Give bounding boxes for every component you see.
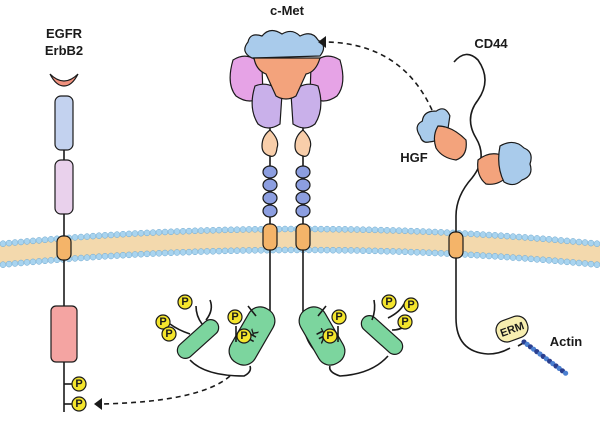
cd44-receptor: CD44 HGF ERM Actin: [400, 36, 582, 376]
egfr-erbb2-receptor: P P EGFR ErbB2: [45, 26, 87, 412]
svg-text:P: P: [401, 316, 408, 328]
c-met-transmembrane-left: [262, 223, 278, 251]
egfr-kinase-domain: [50, 305, 78, 363]
c-met-ig-domains-right: [295, 165, 311, 218]
svg-text:P: P: [181, 296, 188, 308]
c-met-right-phosphate-4: P: [403, 297, 419, 313]
c-met-left-phosphate-4: P: [155, 314, 171, 330]
svg-text:P: P: [335, 311, 342, 323]
hgf-transfer-arrowhead: [318, 36, 326, 48]
cd44-cytoplasmic-tail: [455, 258, 511, 355]
c-met-right-phosphate-5: P: [397, 314, 413, 330]
c-met-tk-domain-left: TK P P: [227, 305, 276, 366]
c-met-transmembrane-right: [295, 223, 311, 251]
egfr-transmembrane-segment: [56, 235, 72, 261]
cd44-extracellular-chain: [453, 53, 486, 240]
egfr-phosphate-1: P: [71, 376, 87, 392]
c-met-right-phosphate-3: P: [381, 294, 397, 310]
svg-text:P: P: [159, 316, 166, 328]
svg-text:P: P: [240, 330, 247, 342]
svg-text:P: P: [165, 328, 172, 340]
c-met-ig-domains-left: [262, 165, 278, 218]
c-met-psi-domain-left: [261, 129, 279, 157]
c-met-left-phosphate-2: P: [236, 328, 252, 344]
dashed-arrows: [94, 36, 433, 410]
actin-filament: [521, 339, 569, 376]
hgf-label: HGF: [400, 150, 428, 165]
egfr-ligand-binding-domain: [49, 73, 79, 87]
erbb2-label: ErbB2: [45, 43, 83, 58]
svg-text:P: P: [231, 311, 238, 323]
transactivation-arrow: [99, 375, 231, 405]
c-met-sema-domain-right-inner: [290, 83, 322, 129]
egfr-extracellular-domain-upper: [54, 95, 74, 151]
svg-text:P: P: [75, 378, 82, 390]
svg-text:P: P: [407, 299, 414, 311]
c-met-bound-hgf-head: [244, 29, 325, 59]
c-met-sema-domain-left-inner: [251, 83, 283, 129]
egfr-label: EGFR: [46, 26, 83, 41]
tk-domain-left-shape: [228, 306, 276, 366]
cd44-hgf-lower: [477, 141, 532, 186]
c-met-docking-domain-left: P P P: [155, 294, 252, 377]
c-met-docking-domain-right: P P P: [328, 294, 419, 377]
c-met-right-phosphate-1: P: [331, 309, 347, 325]
c-met-right-phosphate-2: P: [322, 328, 338, 344]
transactivation-arrowhead: [94, 398, 102, 410]
c-met-left-phosphate-5: P: [161, 326, 177, 342]
svg-text:P: P: [385, 296, 392, 308]
cd44-transmembrane-segment: [448, 231, 464, 259]
svg-text:P: P: [326, 330, 333, 342]
svg-text:P: P: [75, 398, 82, 410]
cd44-hgf-upper: [416, 108, 467, 161]
erm-protein: ERM: [495, 315, 529, 343]
c-met-tk-domain-right: TK P P: [298, 305, 347, 366]
c-met-bound-hgf-core: [253, 57, 321, 100]
c-met-receptor-dimer: TK P P P P: [155, 3, 419, 377]
actin-label: Actin: [550, 334, 583, 349]
c-met-left-phosphate-1: P: [227, 309, 243, 325]
egfr-phosphate-2: P: [71, 396, 87, 412]
tk-domain-right-shape: [298, 306, 346, 366]
c-met-left-phosphate-3: P: [177, 294, 193, 310]
cd44-label: CD44: [474, 36, 508, 51]
c-met-psi-domain-right: [294, 129, 312, 157]
c-met-label: c-Met: [270, 3, 305, 18]
egfr-extracellular-domain-lower: [54, 159, 74, 215]
